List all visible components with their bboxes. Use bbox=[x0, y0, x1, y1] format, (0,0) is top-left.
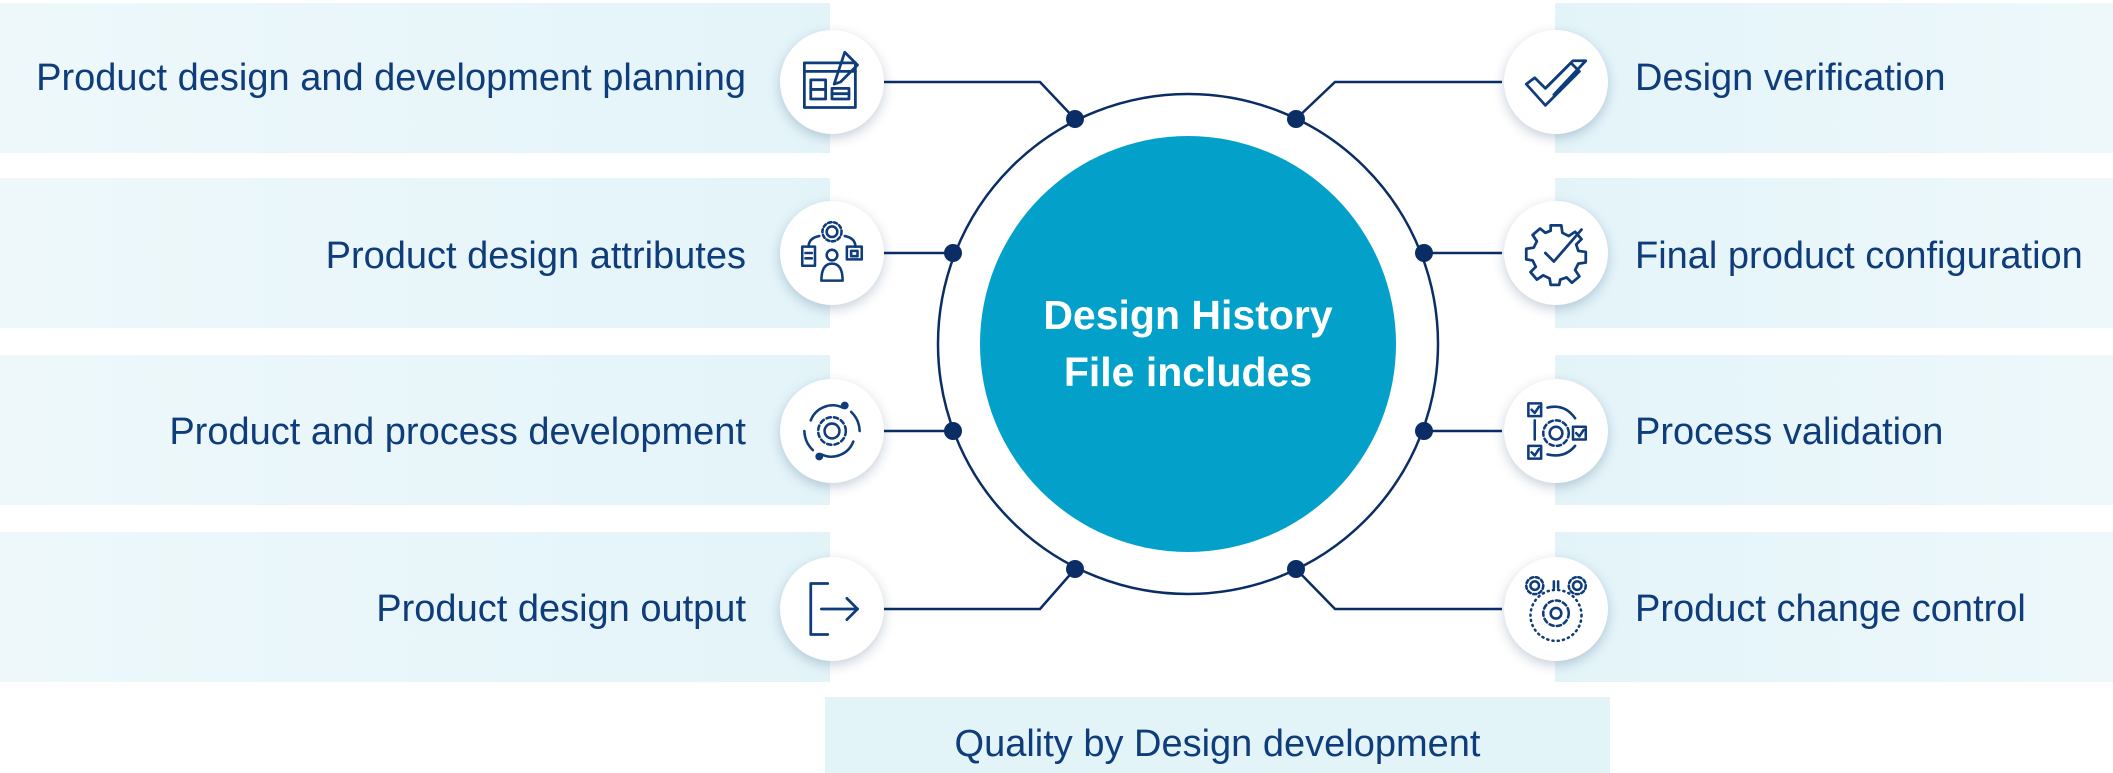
checklist-gear-icon bbox=[1504, 379, 1608, 483]
footer-label: Quality by Design development bbox=[954, 723, 1481, 765]
connector-left-4 bbox=[877, 568, 1076, 611]
gear-cycle-icon bbox=[780, 379, 884, 483]
band-left-4 bbox=[0, 532, 830, 682]
connector-dot bbox=[944, 422, 962, 440]
band-left-3 bbox=[0, 355, 830, 505]
connector-dot bbox=[1287, 110, 1305, 128]
connector-right-1 bbox=[1295, 80, 1502, 120]
connector-dot bbox=[1287, 560, 1305, 578]
outer-ring bbox=[936, 92, 1440, 596]
item-label-left-3: Product and process development bbox=[169, 411, 746, 453]
team-gear-icon bbox=[780, 201, 884, 305]
blueprint-pencil-icon bbox=[780, 30, 884, 134]
item-label-left-1: Product design and development planning bbox=[36, 57, 746, 99]
connector-right-4 bbox=[1295, 568, 1502, 611]
item-label-left-4: Product design output bbox=[376, 588, 746, 630]
band-left-2 bbox=[0, 178, 830, 328]
item-label-left-2: Product design attributes bbox=[325, 235, 746, 277]
exit-arrow-icon bbox=[780, 557, 884, 661]
connector-dot bbox=[1415, 244, 1433, 262]
item-label-right-4: Product change control bbox=[1635, 588, 2026, 630]
connector-left-1 bbox=[877, 80, 1076, 120]
band-left-1 bbox=[0, 3, 830, 153]
band-right-1 bbox=[1555, 3, 2113, 153]
center-hub: Design History File includes bbox=[980, 136, 1396, 552]
double-check-icon bbox=[1504, 30, 1608, 134]
connector-dot bbox=[944, 244, 962, 262]
connector-dot bbox=[1415, 422, 1433, 440]
gear-check-icon bbox=[1504, 201, 1608, 305]
footer-band: Quality by Design development bbox=[825, 697, 1610, 773]
band-right-4 bbox=[1555, 532, 2113, 682]
connector-dot bbox=[1066, 560, 1084, 578]
item-label-right-1: Design verification bbox=[1635, 57, 1946, 99]
band-right-2 bbox=[1555, 178, 2113, 328]
item-label-right-3: Process validation bbox=[1635, 411, 1944, 453]
center-title: Design History File includes bbox=[1043, 292, 1333, 395]
connector-dot bbox=[1066, 110, 1084, 128]
gears-control-icon bbox=[1504, 557, 1608, 661]
item-label-right-2: Final product configuration bbox=[1635, 235, 2083, 277]
band-right-3 bbox=[1555, 355, 2113, 505]
